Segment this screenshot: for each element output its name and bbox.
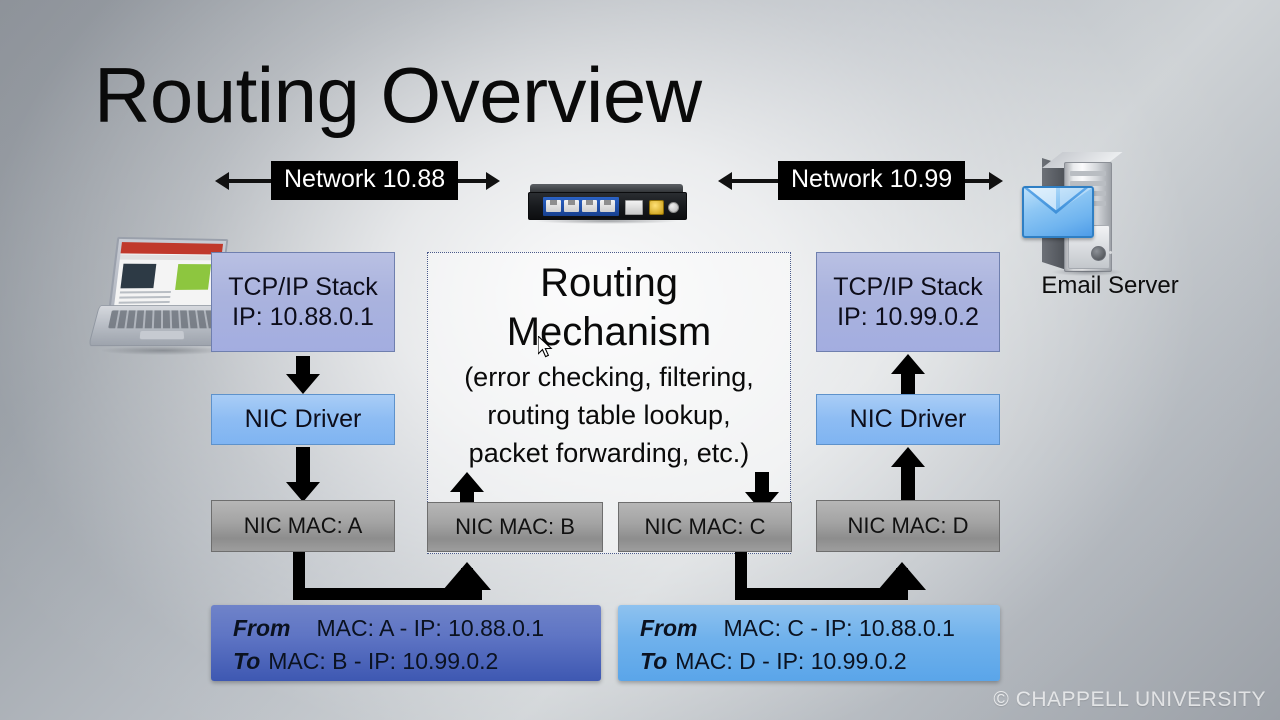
arrow-right-icon [989,172,1003,190]
right-tcpip-line2: IP: 10.99.0.2 [837,303,979,331]
network-label-group-right: Network 10.99 [718,161,1003,201]
router-lan-ports [543,197,619,216]
right-nic-mac-box: NIC MAC: D [816,500,1000,552]
frame-b-from-value: MAC: C - IP: 10.88.0.1 [723,615,955,641]
frame-a-to-row: To MAC: B - IP: 10.99.0.2 [233,645,601,678]
left-tcpip-stack-box: TCP/IP Stack IP: 10.88.0.1 [211,252,395,352]
router-port-3 [582,200,597,212]
webpage-navbar [119,254,222,261]
frame-b-to-key: To [640,647,668,674]
frame-a-from-key: From [233,615,291,641]
frame-b-from-row: From MAC: C - IP: 10.88.0.1 [640,612,1000,645]
arrow-up-macb-to-routing [450,472,484,506]
arrow-left-icon [718,172,732,190]
envelope-icon [1022,186,1094,238]
frame-a-from-value: MAC: A - IP: 10.88.0.1 [316,615,545,641]
router-port-2 [564,200,579,212]
left-tcpip-line2: IP: 10.88.0.1 [232,303,374,331]
router-top [530,184,683,193]
laptop-keyboard [108,310,218,329]
email-server-label: Email Server [1041,272,1179,299]
network-label-10-88: Network 10.88 [271,161,459,200]
frame-box-a-to-b: From MAC: A - IP: 10.88.0.1 To MAC: B - … [211,605,601,681]
router-port-4 [600,200,615,212]
arrow-down-left-driver-to-mac [286,447,320,502]
left-nic-mac-box: NIC MAC: A [211,500,395,552]
left-nic-driver-box: NIC Driver [211,394,395,445]
left-nic-mac-label: NIC MAC: A [243,513,363,538]
left-tcpip-line1: TCP/IP Stack [228,272,378,301]
frame-a-to-key: To [233,647,261,674]
router-shadow [534,218,679,224]
routing-sub-line1: (error checking, filtering, [464,361,754,392]
arrow-left-icon [215,172,229,190]
envelope-flap-right [1060,188,1092,210]
webpage-image-left [120,263,157,289]
webpage-header-bar [120,242,224,255]
right-nic-driver-box: NIC Driver [816,394,1000,445]
router-power-jack [649,200,664,215]
router-reset-button [668,202,679,213]
right-tcpip-stack-box: TCP/IP Stack IP: 10.99.0.2 [816,252,1000,352]
email-server-icon [1022,152,1132,276]
left-nic-driver-label: NIC Driver [244,405,362,433]
server-power-knob [1091,246,1106,261]
server-led [1109,251,1112,254]
server-shadow [1052,268,1122,276]
arrow-up-right-driver-to-stack [891,354,925,394]
router-icon [528,184,687,224]
page-title: Routing Overview [94,51,702,139]
router-nic-mac-b-box: NIC MAC: B [427,502,603,552]
frame-box-c-to-d: From MAC: C - IP: 10.88.0.1 To MAC: D - … [618,605,1000,681]
routing-sub-line3: packet forwarding, etc.) [468,437,750,468]
webpage-image-right [175,264,212,290]
path-c-arrowhead-up-icon [878,562,926,590]
network-label-group-left: Network 10.88 [215,161,500,201]
right-nic-mac-label: NIC MAC: D [847,513,969,538]
routing-title-line1: Routing [540,261,678,305]
right-tcpip-line1: TCP/IP Stack [833,272,983,301]
frame-b-to-value: MAC: D - IP: 10.99.0.2 [675,647,907,674]
router-nic-mac-b-label: NIC MAC: B [455,514,575,539]
arrow-right-icon [486,172,500,190]
frame-b-to-row: To MAC: D - IP: 10.99.0.2 [640,645,1000,678]
server-drive-slot [1070,181,1106,186]
router-nic-mac-c-box: NIC MAC: C [618,502,792,552]
router-port-1 [546,200,561,212]
server-drive-slot [1070,171,1106,176]
path-a-arrowhead-up-icon [443,562,491,590]
router-nic-mac-c-label: NIC MAC: C [644,514,766,539]
path-c-horizontal [735,588,908,600]
frame-b-from-key: From [640,615,698,641]
laptop-icon [88,236,238,356]
laptop-touchpad [139,330,185,340]
laptop-shadow [102,346,224,355]
routing-sub-line2: routing table lookup, [487,399,731,430]
arrow-down-left-stack-to-driver [286,356,320,394]
right-nic-driver-label: NIC Driver [849,405,967,433]
laptop-webpage [113,242,224,308]
path-a-horizontal [293,588,482,600]
arrow-up-right-mac-to-driver [891,447,925,502]
network-label-10-99: Network 10.99 [778,161,966,200]
frame-a-from-row: From MAC: A - IP: 10.88.0.1 [233,612,601,645]
router-body [528,192,687,220]
watermark: © CHAPPELL UNIVERSITY [993,688,1266,711]
webpage-text-lines [119,290,172,294]
router-wan-port [625,200,643,215]
mouse-cursor-icon [537,334,554,360]
frame-a-to-value: MAC: B - IP: 10.99.0.2 [268,647,499,674]
